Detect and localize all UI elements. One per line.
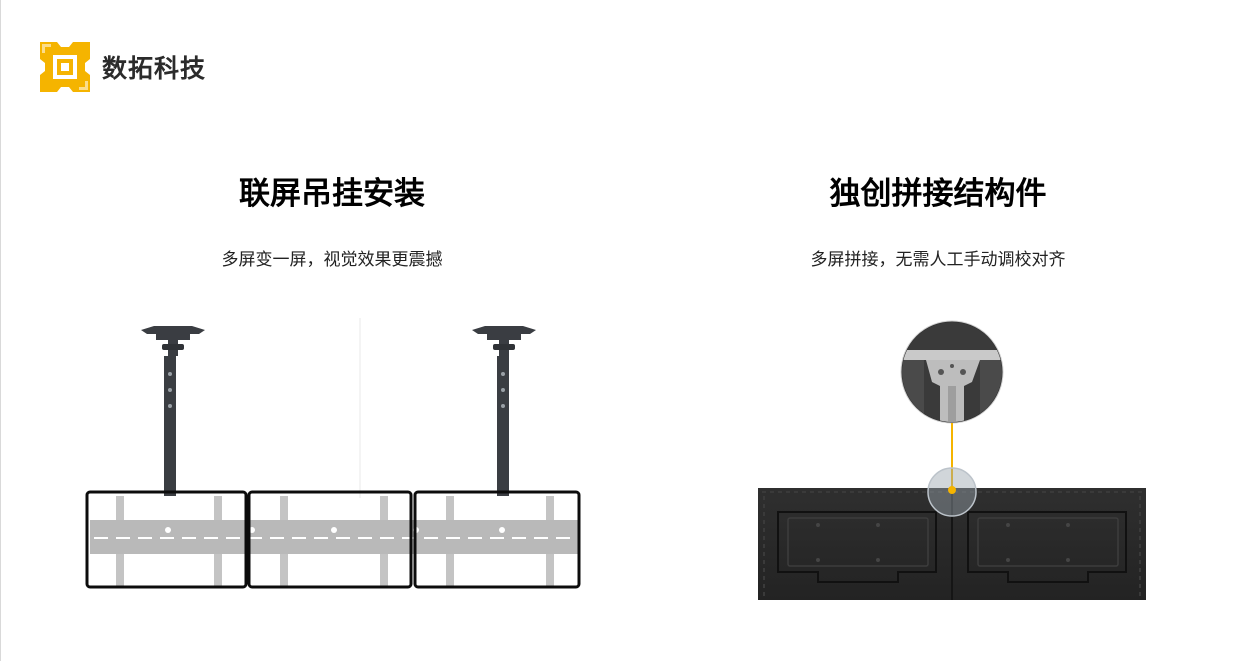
- ceiling-pole-right: [472, 326, 536, 496]
- section-subtitle-splicing-structure: 多屏拼接，无需人工手动调校对齐: [810, 250, 1066, 270]
- brand-name: 数拓科技: [102, 54, 207, 83]
- page-left-border: [0, 0, 1, 661]
- screen-outlines: [85, 490, 581, 589]
- seam-point-marker: [948, 486, 956, 494]
- bracket-detail-zoom: [900, 320, 1004, 424]
- brand-header: 数拓科技: [40, 42, 206, 92]
- ceiling-mount-illustration: [85, 318, 581, 589]
- section-subtitle-ceiling-mount: 多屏变一屏，视觉效果更震撼: [221, 250, 443, 270]
- ceiling-pole-left: [141, 326, 205, 496]
- section-title-splicing-structure: 独创拼接结构件: [829, 176, 1047, 212]
- section-title-ceiling-mount: 联屏吊挂安装: [239, 176, 425, 212]
- splicing-structure-illustration: [758, 320, 1146, 600]
- brand-logo-icon: [40, 42, 90, 92]
